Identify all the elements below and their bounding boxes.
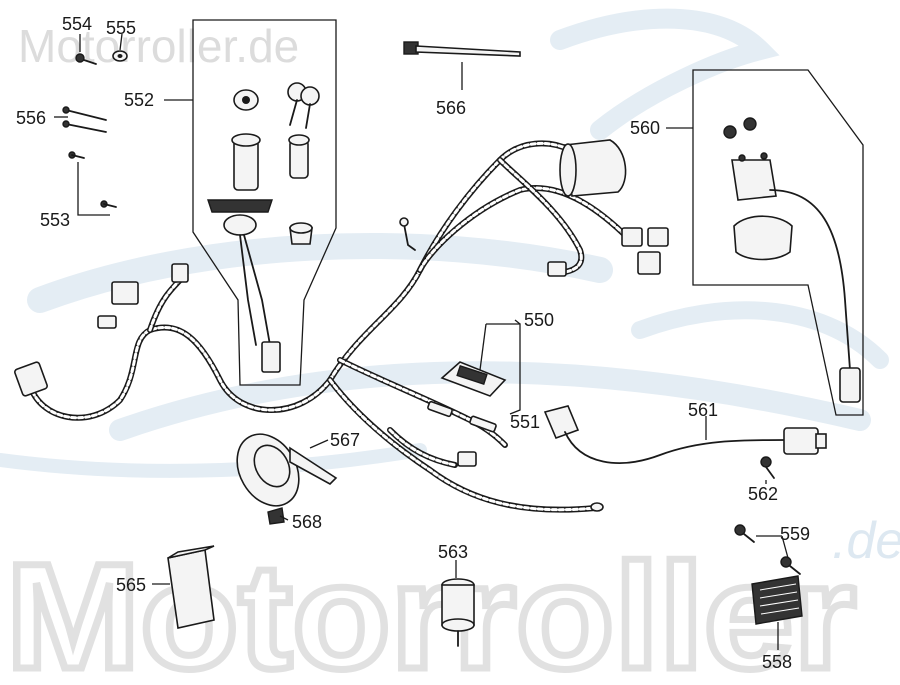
ignition-coil-561 — [543, 405, 827, 464]
label-552: 552 — [124, 90, 154, 110]
label-554: 554 — [62, 14, 92, 34]
cable-tie-566 — [403, 41, 521, 57]
label-556: 556 — [16, 108, 46, 128]
label-561: 561 — [688, 400, 718, 420]
harness-capacitor — [559, 139, 627, 197]
label-563: 563 — [438, 542, 468, 562]
watermark-top-text: Motorroller.de — [18, 20, 299, 72]
fuse-551 — [427, 400, 497, 433]
label-560: 560 — [630, 118, 660, 138]
label-566: 566 — [436, 98, 466, 118]
watermark-suffix-text: .de — [832, 512, 900, 570]
starter-relay — [723, 117, 861, 403]
label-551: 551 — [510, 412, 540, 432]
label-562: 562 — [748, 484, 778, 504]
label-567: 567 — [330, 430, 360, 450]
label-553: 553 — [40, 210, 70, 230]
bolts-559 — [734, 524, 801, 575]
lock-cylinder — [233, 89, 259, 111]
label-565: 565 — [116, 575, 146, 595]
lock-bushing — [289, 222, 313, 245]
group-box-560 — [692, 69, 864, 416]
label-559: 559 — [780, 524, 810, 544]
cdi-unit-565 — [167, 545, 215, 629]
label-555: 555 — [106, 18, 136, 38]
bolt-562 — [760, 456, 775, 479]
label-550: 550 — [524, 310, 554, 330]
group-box-552 — [192, 19, 337, 386]
washer-555 — [112, 50, 128, 62]
regulator-558 — [751, 575, 803, 625]
bolt-568 — [267, 507, 285, 525]
screws-553 — [68, 151, 117, 216]
keys-icon — [287, 82, 320, 129]
label-568: 568 — [292, 512, 322, 532]
horn-567 — [236, 433, 338, 507]
label-558: 558 — [762, 652, 792, 672]
seat-lock — [288, 134, 310, 179]
screw-554 — [75, 53, 97, 65]
fuel-filter-563 — [441, 578, 475, 647]
watermark-bottom-text: Motorroller — [6, 532, 856, 685]
bolts-556 — [62, 106, 107, 133]
harness-connectors — [14, 217, 669, 512]
leader-lines — [54, 33, 789, 650]
ignition-switch — [207, 133, 281, 373]
part-number-labels: 554 555 552 556 553 566 560 550 551 561 … — [16, 14, 810, 672]
switch-550 — [440, 361, 507, 397]
watermark-swooshes — [0, 8, 889, 478]
